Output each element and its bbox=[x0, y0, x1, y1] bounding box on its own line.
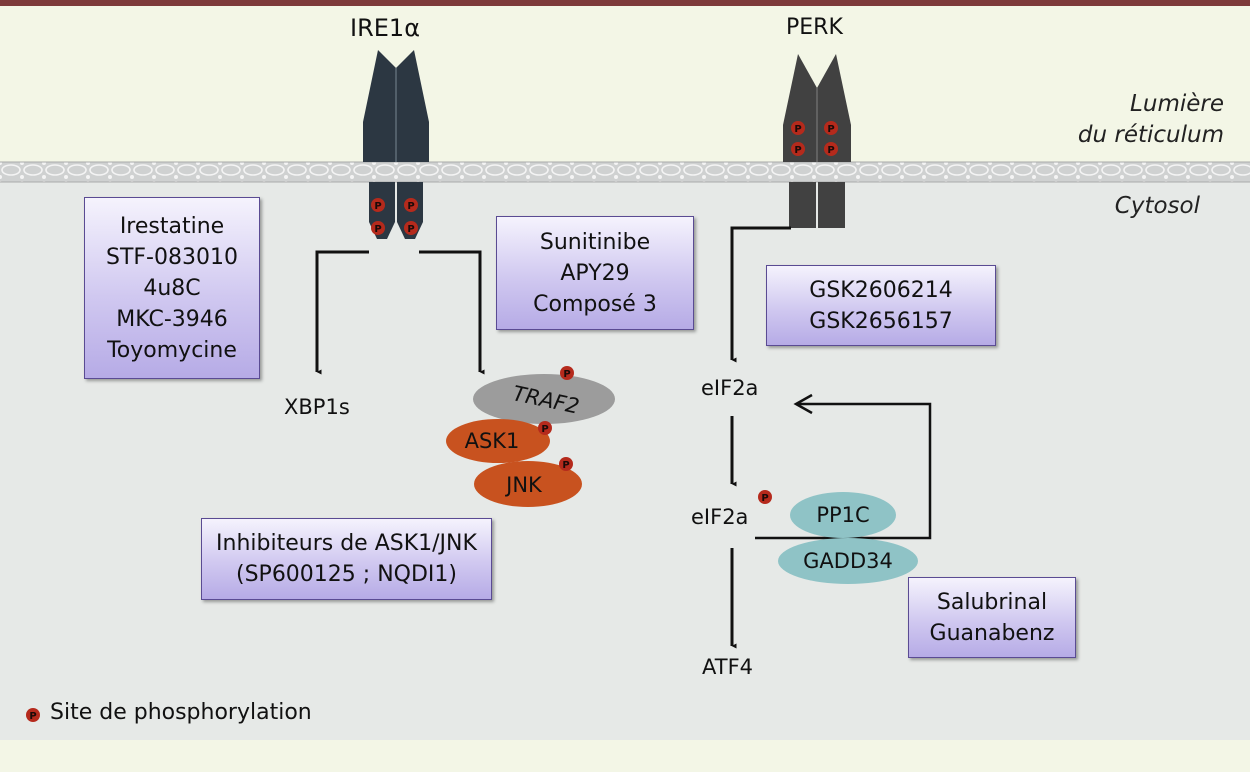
arrow-ire1-to-traf2 bbox=[419, 250, 485, 375]
jnk-shape bbox=[474, 461, 582, 507]
bottom-region bbox=[0, 740, 1250, 772]
arrow-perk-to-eif2a bbox=[730, 226, 791, 363]
perk-receptor bbox=[783, 54, 851, 228]
top-band bbox=[0, 0, 1250, 6]
traf2-shape bbox=[473, 374, 615, 424]
ire1-kinase-inhibitors-box: Sunitinibe APY29 Composé 3 bbox=[496, 216, 694, 330]
er-membrane bbox=[0, 162, 1250, 182]
gadd34-label: GADD34 bbox=[803, 549, 893, 573]
ask1-jnk-inhibitors-box: Inhibiteurs de ASK1/JNK (SP600125 ; NQDI… bbox=[201, 518, 492, 600]
ask1-label: ASK1 bbox=[464, 429, 520, 453]
perk-inhibitors-box: GSK2606214 GSK2656157 bbox=[766, 265, 996, 346]
ire1-label: IRE1α bbox=[350, 14, 421, 42]
arrow-ire1-to-xbp1s bbox=[315, 250, 369, 375]
legend-phospho-icon bbox=[26, 708, 40, 722]
perk-label: PERK bbox=[786, 15, 843, 40]
arrow-dephosphorylation-feedback bbox=[755, 402, 932, 540]
ire1-receptor bbox=[363, 50, 429, 239]
ask1-shape bbox=[446, 419, 550, 463]
legend-label: Site de phosphorylation bbox=[50, 700, 312, 725]
atf4-label: ATF4 bbox=[702, 655, 754, 679]
eif2a-label: eIF2a bbox=[701, 376, 759, 400]
lumen-region bbox=[0, 6, 1250, 162]
cytosol-label: Cytosol bbox=[1114, 193, 1200, 219]
eif2a-phosphatase-inhibitors-box: Salubrinal Guanabenz bbox=[908, 577, 1076, 658]
xbp1s-label: XBP1s bbox=[284, 395, 350, 419]
ire1-rnase-inhibitors-box: Irestatine STF-083010 4u8C MKC-3946 Toyo… bbox=[84, 197, 260, 379]
eif2a-phospho-label: eIF2a bbox=[691, 505, 749, 529]
gadd34-shape bbox=[778, 538, 918, 584]
pp1c-shape bbox=[790, 492, 896, 538]
pp1c-label: PP1C bbox=[816, 503, 870, 527]
lumen-label: Lumière du réticulum bbox=[1077, 91, 1224, 148]
jnk-label: JNK bbox=[506, 473, 542, 497]
